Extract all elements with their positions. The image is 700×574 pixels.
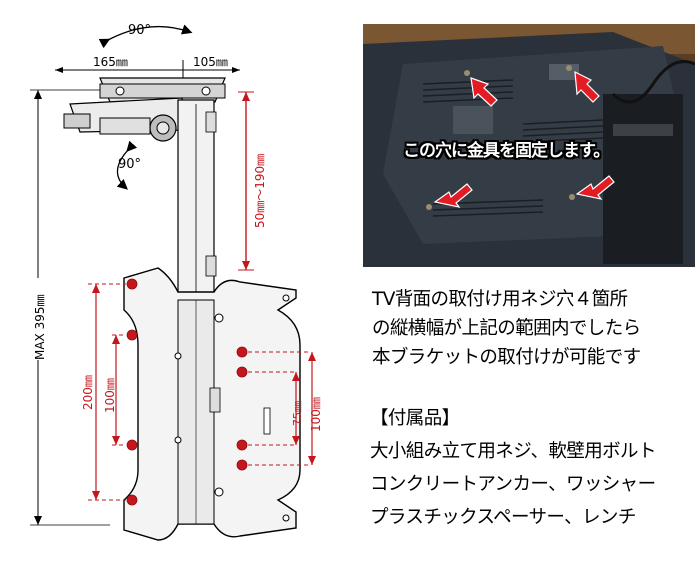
bracket-diagram: 90° 165㎜ 105㎜ 90° 50㎜〜190㎜ (30, 23, 323, 541)
dim-vertical-inner-left: 100㎜ (103, 378, 117, 413)
compatibility-description: TV背面の取付け用ネジ穴４箇所 の縦横幅が上記の範囲内でしたら 本ブラケットの取… (372, 285, 692, 372)
description-line: の縦横幅が上記の範囲内でしたら (372, 318, 641, 339)
tv-back-photo: この穴に金具を固定します。 (363, 24, 695, 267)
dim-arm-left: 165㎜ (93, 55, 128, 69)
accessories-line: コンクリートアンカー、ワッシャー (370, 474, 656, 495)
accessories-line: プラスチックスペーサー、レンチ (370, 507, 636, 528)
dim-height-range: 50㎜〜190㎜ (253, 154, 267, 228)
description-line: TV背面の取付け用ネジ穴４箇所 (372, 289, 628, 310)
dim-vertical-inner-right: 75㎜ (291, 401, 304, 426)
accessories-heading: 【付属品】 (370, 408, 460, 429)
accessories-line: 大小組み立て用ネジ、軟壁用ボルト (370, 441, 656, 462)
dim-max-height: MAX 395㎜ (33, 294, 47, 360)
dim-vertical-outer-right: 100㎜ (309, 397, 323, 432)
dim-vertical-outer-left: 200㎜ (81, 375, 95, 410)
accessories-section: 【付属品】 大小組み立て用ネジ、軟壁用ボルト コンクリートアンカー、ワッシャー … (370, 402, 695, 534)
rotation-label-top: 90° (128, 23, 151, 38)
rotation-arrow-side (116, 140, 138, 190)
photo-caption: この穴に金具を固定します。 (403, 141, 610, 161)
rotation-label-side: 90° (118, 157, 141, 172)
description-line: 本ブラケットの取付けが可能です (372, 347, 641, 368)
dim-arm-right: 105㎜ (193, 55, 228, 69)
rotation-arrow-top (98, 24, 193, 49)
